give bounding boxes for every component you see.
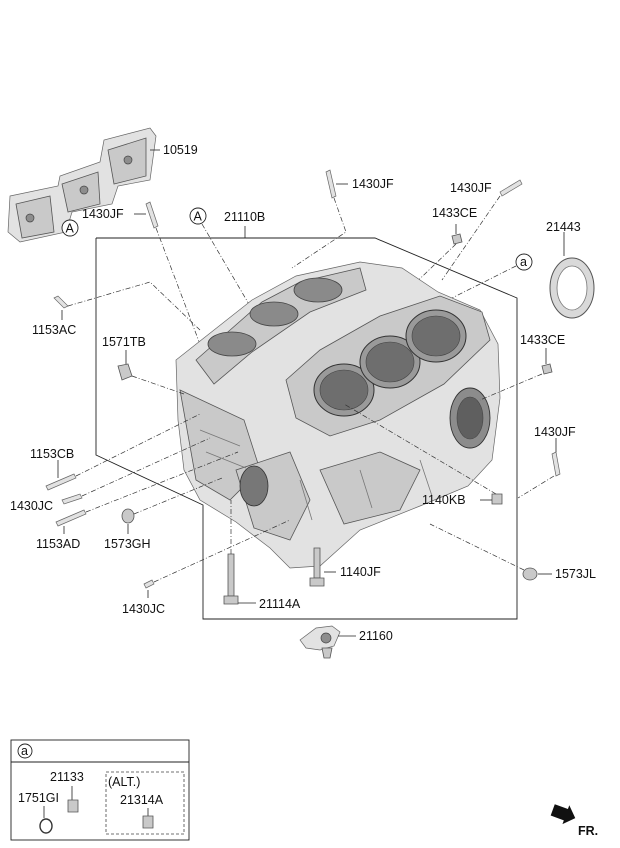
front-direction-arrow-icon [550,804,576,825]
label-1433CE-top: 1433CE [432,206,477,220]
dowel-pin-1430JF-topright [499,179,523,197]
label-1153CB: 1153CB [30,447,74,461]
plug-1153AC [53,295,69,309]
label-10519: 10519 [163,143,198,157]
label-1573JL: 1573JL [555,567,596,581]
bracket-21160 [299,625,341,659]
plug-1153AD [55,509,87,527]
dowel-pin-1430JF-top [325,169,337,199]
o-ring-1751GI [39,818,53,834]
oil-seal-21443 [549,257,595,319]
label-1153AD: 1153AD [36,537,80,551]
label-1433CE-right: 1433CE [520,333,565,347]
bolt-21114A [223,553,239,605]
svg-text:A: A [66,222,75,236]
dowel-1430JF-right [551,451,561,477]
label-1140JF: 1140JF [340,565,381,579]
plug-1433CE-top [451,233,463,245]
label-21443: 21443 [546,220,581,234]
front-direction-label: FR. [578,824,598,838]
marker-a-block: A [189,207,207,225]
dowel-1430JC-bottom [143,579,155,589]
bolt-1140KB [491,493,503,505]
assembly-frame [95,237,518,620]
label-1430JF-right: 1430JF [534,425,576,439]
label-1140KB: 1140KB [422,493,466,507]
plug-1433CE-right [541,363,553,375]
plug-1153CB [45,473,77,491]
label-1430JC-bottom: 1430JC [122,602,165,616]
dowel-1430JC-left [61,493,83,505]
label-1571TB: 1571TB [102,335,146,349]
label-1430JF-top: 1430JF [352,177,394,191]
dowel-pin-1430JF-left [145,201,159,229]
legend-box: a 21133 1751GI (ALT.) 21314A [10,739,190,841]
label-21110B: 21110B [224,210,265,224]
svg-text:a: a [520,255,527,269]
marker-a-gasket: A [61,219,79,237]
label-21160: 21160 [359,629,393,643]
label-1430JF-topright: 1430JF [450,181,492,195]
label-21314A: 21314A [120,793,164,807]
label-21133: 21133 [50,770,84,784]
label-1430JC-left: 1430JC [10,499,53,513]
plug-21133 [67,799,79,813]
plug-1571TB [117,363,133,381]
label-1751GI: 1751GI [18,791,59,805]
label-1430JF-left: 1430JF [82,207,124,221]
label-1153AC: 1153AC [32,323,76,337]
label-21114A: 21114A [259,597,301,611]
marker-a-ref: a [515,253,533,271]
legend-header: a [21,744,28,758]
plug-1573JL [522,567,538,581]
label-1573GH: 1573GH [104,537,151,551]
svg-text:A: A [194,210,203,224]
plug-21314A [142,815,154,829]
legend-alt: (ALT.) [108,775,140,789]
gasket-10519 [7,127,157,243]
cylinder-block-illustration [175,261,501,569]
bolt-1140JF [309,547,325,587]
plug-1573GH [121,508,135,524]
